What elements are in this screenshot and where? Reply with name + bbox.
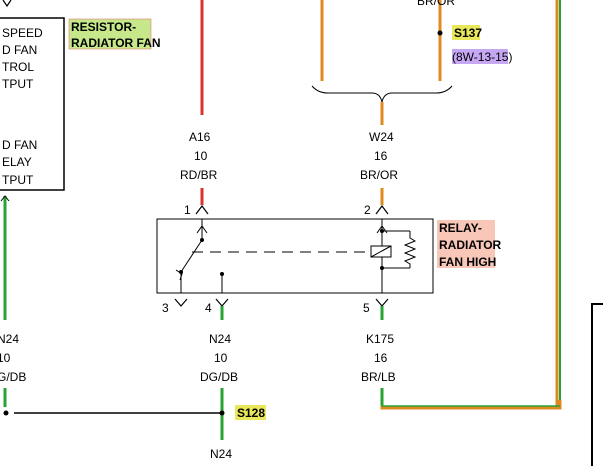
wire-w24-color: BR/OR	[360, 168, 398, 182]
wire-n24-mid-circuit: N24	[209, 332, 231, 346]
pin-5-label: 5	[363, 301, 370, 315]
reference-link[interactable]: (8W-13-15)	[452, 49, 512, 64]
pin-3-connector	[174, 298, 188, 307]
wire-w24-circuit: W24	[369, 130, 394, 144]
pin-2-label: 2	[364, 203, 371, 217]
splice-s137-label: S137	[452, 25, 482, 40]
pin-2-connector	[375, 205, 389, 215]
wire-n24-mid-color: DG/DB	[200, 370, 238, 384]
pin-1-connector	[195, 205, 209, 215]
wire-n24-left-circuit: N24	[0, 332, 19, 346]
splice-s137-text: S137	[454, 26, 482, 40]
module-text-output: TPUT	[2, 77, 34, 91]
top-left-connector	[2, 0, 12, 8]
left-module: SPEED D FAN TROL TPUT D FAN ELAY TPUT	[0, 17, 65, 191]
module-text-control: TROL	[2, 60, 34, 74]
relay-box	[156, 218, 434, 294]
splice-s128-text: S128	[237, 406, 265, 420]
wire-n24-left-color: G/DB	[0, 370, 26, 384]
top-wire-code-br-or: BR/OR	[417, 0, 455, 8]
pin-1-label: 1	[184, 203, 191, 217]
splice-s128-left-dot	[3, 410, 9, 416]
wire-w24-gauge: 16	[374, 149, 388, 163]
wire-a16-color: RD/BR	[180, 168, 218, 182]
wire-a16-gauge: 10	[194, 149, 208, 163]
module-text-output-2: TPUT	[2, 173, 34, 187]
module-text-fan-2: D FAN	[2, 138, 37, 152]
splice-s128-label: S128	[235, 405, 266, 420]
wire-k175-color: BR/LB	[361, 370, 396, 384]
right-partial-box	[591, 303, 603, 466]
wire-k175-return	[380, 400, 562, 410]
pin-4-connector	[215, 298, 229, 307]
wire-bundle-brace	[311, 85, 453, 103]
wire-a16-circuit: A16	[189, 130, 211, 144]
resistor-label-line1: RESISTOR-	[71, 20, 136, 34]
reference-link-text[interactable]: (8W-13-15)	[452, 50, 512, 64]
pin-4-label: 4	[205, 301, 212, 315]
resistor-label-line2: RADIATOR FAN	[71, 36, 161, 50]
module-text-fan: D FAN	[2, 43, 37, 57]
resistor-radiator-fan-label: RESISTOR- RADIATOR FAN	[68, 18, 161, 50]
relay-label: RELAY- RADIATOR FAN HIGH	[437, 220, 502, 269]
splice-s137-dot	[437, 30, 443, 36]
pin-3-label: 3	[162, 301, 169, 315]
relay-label-line3: FAN HIGH	[439, 255, 496, 269]
module-text-relay: ELAY	[2, 155, 32, 169]
wire-k175-circuit: K175	[366, 332, 394, 346]
relay-label-line1: RELAY-	[439, 221, 482, 235]
splice-s128-dot	[219, 410, 225, 416]
wire-k175-gauge: 16	[374, 351, 388, 365]
module-text-speed: SPEED	[2, 26, 43, 40]
pin-5-connector	[375, 298, 389, 307]
relay-label-line2: RADIATOR	[439, 238, 502, 252]
wire-n24-bottom-circuit: N24	[210, 447, 232, 461]
wire-n24-left-gauge: 10	[0, 351, 11, 365]
wire-n24-mid-gauge: 10	[214, 351, 228, 365]
